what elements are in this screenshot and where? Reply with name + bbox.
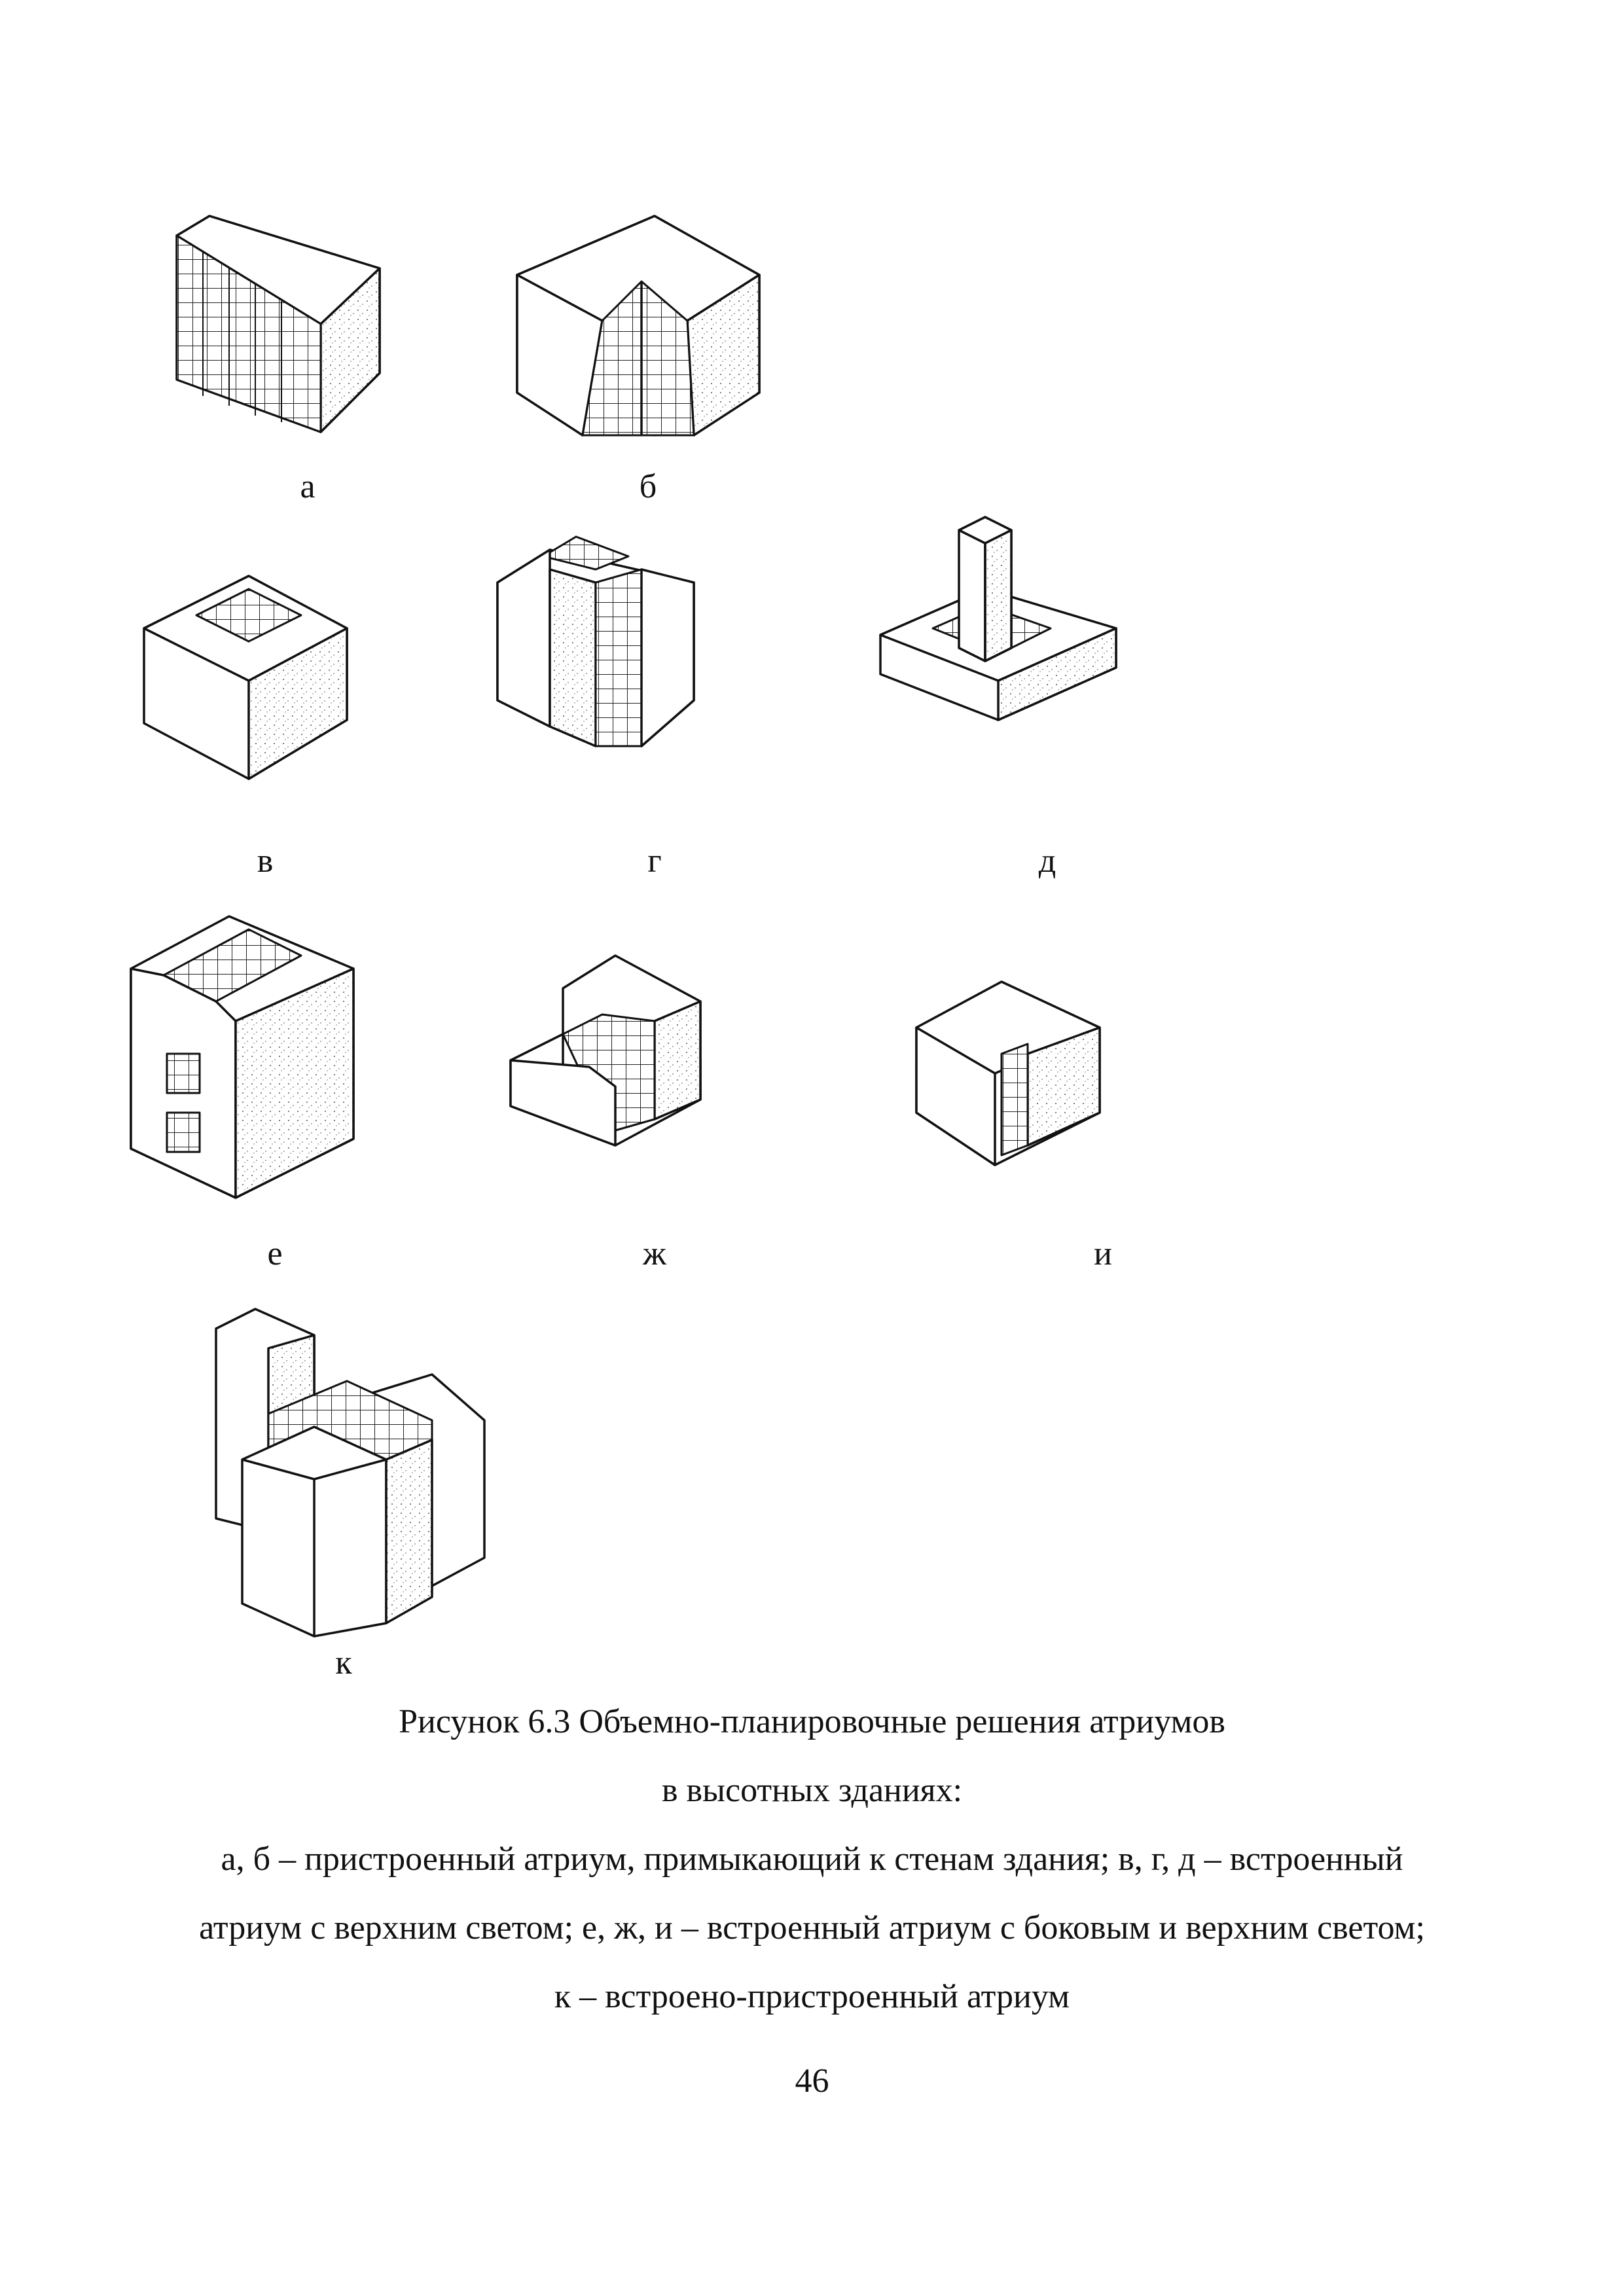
page-number: 46: [795, 2062, 829, 2100]
figure-caption-legend-1: а, б – пристроенный атриум, примыкающий …: [221, 1840, 1403, 1878]
figure-a-drawing: [164, 215, 399, 458]
figure-k-drawing: [215, 1308, 497, 1643]
figure-i-label: и: [1094, 1235, 1112, 1272]
figure-g-label: г: [647, 842, 662, 880]
figure-zh-label: ж: [643, 1235, 666, 1272]
figure-v-drawing: [143, 575, 353, 798]
figure-e-drawing: [130, 915, 360, 1204]
figure-caption-legend-2: атриум с верхним светом; е, ж, и – встро…: [199, 1909, 1425, 1946]
figure-a-label: а: [300, 468, 316, 505]
figure-e-label: е: [267, 1235, 283, 1272]
figure-v-label: в: [257, 842, 274, 880]
figure-i-drawing: [915, 980, 1113, 1172]
figure-zh-drawing: [509, 949, 720, 1158]
figure-d-label: д: [1038, 842, 1056, 880]
figure-caption-title-2: в высотных зданиях:: [661, 1772, 963, 1809]
figure-b-drawing: [516, 215, 766, 452]
figure-d-drawing: [879, 516, 1129, 753]
figure-caption-title-1: Рисунок 6.3 Объемно-планировочные решени…: [399, 1703, 1225, 1740]
figure-k-label: к: [335, 1644, 352, 1681]
figure-b-label: б: [639, 468, 657, 505]
figure-caption-legend-3: к – встроено-пристроенный атриум: [554, 1978, 1070, 2015]
figure-g-drawing: [496, 530, 713, 766]
